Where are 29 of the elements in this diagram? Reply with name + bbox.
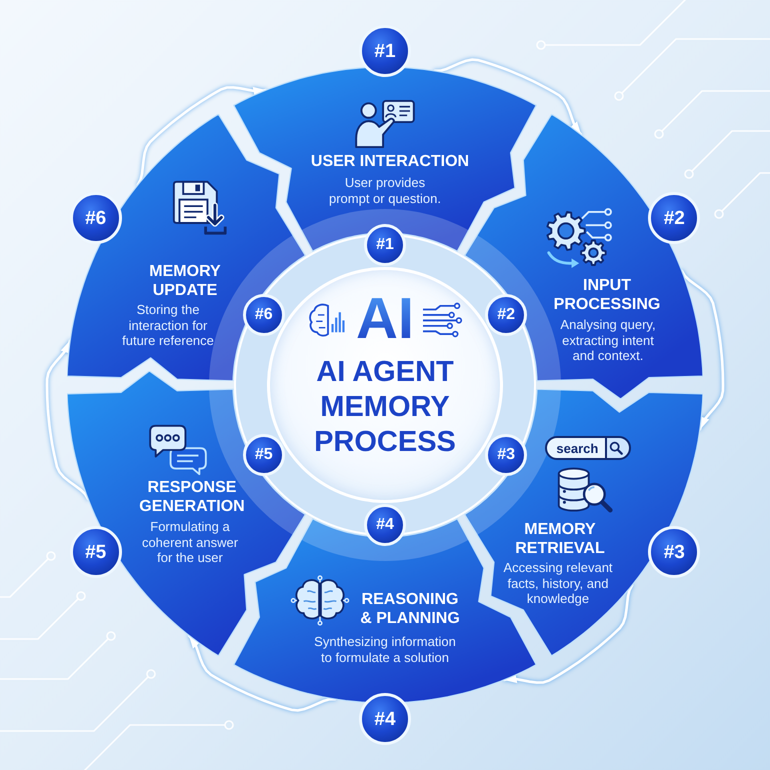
center-label: AI AGENT MEMORY PROCESS bbox=[313, 355, 457, 460]
step-description: Synthesizing information to formulate a solution bbox=[313, 634, 457, 665]
arrow bbox=[502, 584, 634, 684]
step-segment bbox=[67, 114, 306, 381]
step-title: INPUT PROCESSING bbox=[552, 276, 662, 314]
step-description: User provides prompt or question. bbox=[328, 175, 442, 206]
step-title: USER INTERACTION bbox=[310, 152, 470, 171]
step-title: MEMORY UPDATE bbox=[148, 262, 222, 300]
number-badge: #2 bbox=[648, 192, 700, 244]
step-segment bbox=[233, 67, 537, 252]
step-title: MEMORY RETRIEVAL bbox=[514, 520, 606, 558]
number-badge: #5 bbox=[70, 526, 122, 578]
step-description: Formulating a coherent answer for the user bbox=[140, 519, 240, 566]
number-badge: #6 bbox=[70, 192, 122, 244]
number-badge: #3 bbox=[648, 526, 700, 578]
arrow bbox=[680, 270, 724, 431]
arrow bbox=[188, 634, 337, 712]
step-title: REASONING & PLANNING bbox=[359, 590, 461, 628]
step-description: Storing the interaction for future reference bbox=[121, 302, 215, 348]
step-description: Accessing relevant facts, history, and knowledge bbox=[502, 560, 614, 606]
step-description: Analysing query, extracting intent and context. bbox=[559, 317, 657, 364]
number-badge: #4 bbox=[359, 693, 411, 745]
step-segment bbox=[67, 371, 306, 656]
step-title: RESPONSE GENERATION bbox=[138, 478, 246, 516]
arrow bbox=[46, 339, 90, 500]
number-badge: #1 bbox=[359, 25, 411, 77]
arrow bbox=[136, 86, 268, 186]
arrow bbox=[433, 58, 582, 136]
search-field: search bbox=[545, 436, 632, 460]
